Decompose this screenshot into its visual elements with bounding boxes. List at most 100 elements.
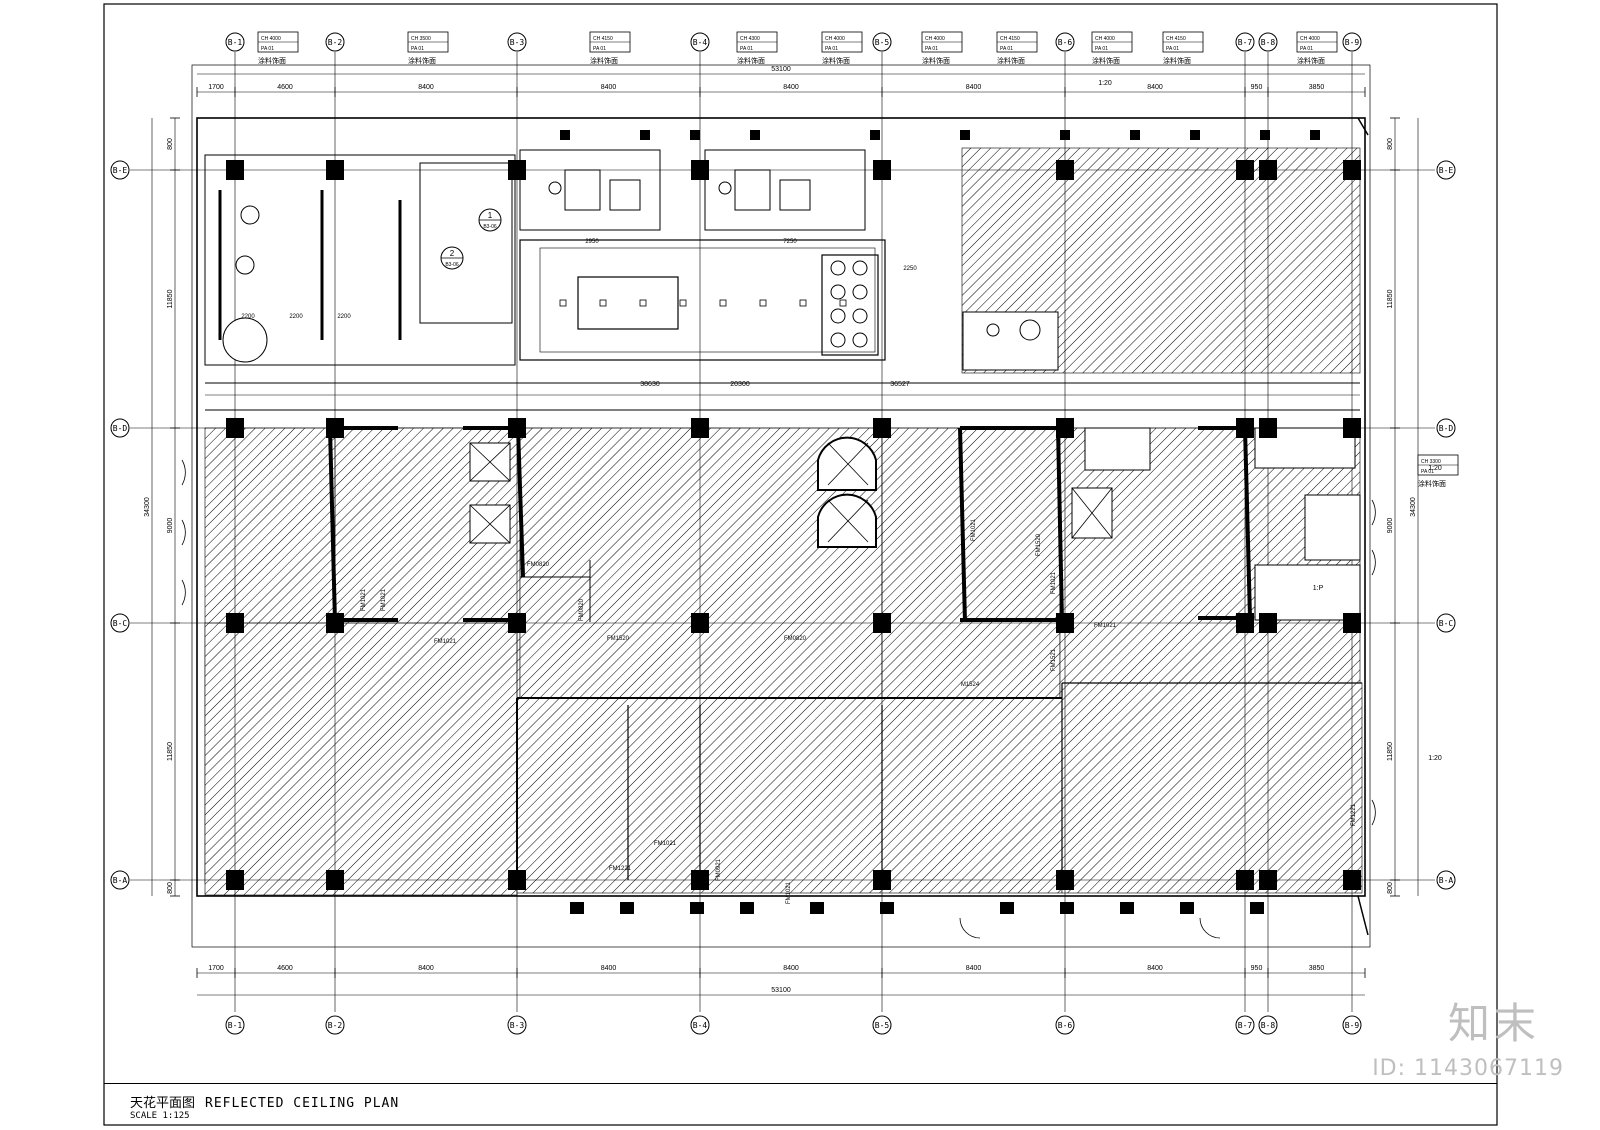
chair-icon bbox=[852, 284, 868, 300]
curved-stair-bay bbox=[817, 493, 877, 548]
ceiling-tag-ch: CH 3500 bbox=[411, 36, 431, 42]
section-mark-ref: B3-06 bbox=[445, 262, 459, 268]
axis-bubble bbox=[1436, 870, 1456, 890]
section-mark-ref: B3-06 bbox=[483, 224, 497, 230]
axis-bubble-label: B-7 bbox=[1238, 38, 1253, 47]
open-office-outline bbox=[519, 239, 886, 361]
chair-icon bbox=[718, 181, 732, 195]
slab-outline bbox=[191, 64, 1371, 948]
structural-column bbox=[1236, 870, 1254, 890]
door-tag: FM1021 bbox=[381, 588, 387, 611]
axis-bubble-label: B-4 bbox=[693, 1021, 708, 1030]
structural-column bbox=[1259, 160, 1277, 180]
chair-icon bbox=[830, 284, 846, 300]
room-dim-text: 2200 bbox=[241, 314, 255, 320]
corridor-dim-text: 38630 bbox=[640, 381, 660, 388]
stair-cross bbox=[827, 499, 869, 543]
ceiling-tag-note: 涂料饰面 bbox=[737, 56, 765, 65]
axis-bubble-label: B-C bbox=[1439, 619, 1454, 628]
axis-bubble-label: B-1 bbox=[228, 38, 243, 47]
dim-text: 8400 bbox=[783, 965, 799, 972]
dim-text: 950 bbox=[1251, 84, 1263, 91]
ceiling-tag-ch: CH 4150 bbox=[593, 36, 613, 42]
chair-icon bbox=[852, 332, 868, 348]
dim-text: 800 bbox=[1387, 882, 1394, 894]
chair-icon bbox=[830, 308, 846, 324]
lift-cross bbox=[469, 504, 511, 544]
dim-text: 11850 bbox=[1387, 742, 1394, 761]
door-tag: FM0820 bbox=[527, 562, 550, 568]
dim-text: 950 bbox=[1251, 965, 1263, 972]
downlight-icon bbox=[679, 299, 687, 307]
brand-id: ID: 1143067119 bbox=[1372, 1056, 1564, 1081]
structural-column bbox=[1343, 418, 1361, 438]
door-tag: FM0820 bbox=[784, 636, 807, 642]
axis-bubble-label: B-2 bbox=[328, 38, 343, 47]
ceiling-tag-pa: PA 01 bbox=[1166, 46, 1179, 52]
drawing-scale: SCALE 1:125 bbox=[130, 1111, 190, 1121]
misc-label: 1:20 bbox=[1098, 80, 1112, 87]
core-wall bbox=[516, 427, 525, 578]
hatch-region bbox=[1061, 682, 1363, 894]
structural-column bbox=[1343, 870, 1361, 890]
facade-edge bbox=[1357, 117, 1369, 136]
dim-text-total: 34300 bbox=[144, 497, 151, 517]
facade-mullion bbox=[1250, 902, 1264, 914]
axis-bubble bbox=[1055, 32, 1075, 52]
ceiling-tag-note: 涂料饰面 bbox=[922, 56, 950, 65]
axis-bubble bbox=[507, 32, 527, 52]
core-wall bbox=[328, 427, 337, 623]
ceiling-tag-note: 涂料饰面 bbox=[590, 56, 618, 65]
structural-column bbox=[226, 160, 244, 180]
facade-mullion bbox=[1130, 130, 1140, 140]
dim-text: 9000 bbox=[167, 518, 174, 534]
structural-column bbox=[691, 160, 709, 180]
ceiling-tag-pa: PA 01 bbox=[261, 46, 274, 52]
facade-mullion bbox=[1310, 130, 1320, 140]
door-tag: FM1021 bbox=[971, 518, 977, 541]
dim-text: 8400 bbox=[601, 84, 617, 91]
ceiling-tag-ch: CH 4150 bbox=[1166, 36, 1186, 42]
facade-edge bbox=[1357, 895, 1369, 936]
axis-bubble bbox=[325, 1015, 345, 1035]
facade-mullion bbox=[750, 130, 760, 140]
axis-bubble bbox=[110, 870, 130, 890]
dim-text: 11850 bbox=[1387, 289, 1394, 308]
door-tag: FM0921 bbox=[716, 858, 722, 881]
axis-bubble bbox=[1342, 1015, 1362, 1035]
axis-bubble-label: B-4 bbox=[693, 38, 708, 47]
dim-text: 8400 bbox=[966, 965, 982, 972]
door-tag: FM0820 bbox=[579, 598, 585, 621]
structural-column bbox=[508, 870, 526, 890]
ceiling-tag-note: 涂料饰面 bbox=[258, 56, 286, 65]
dim-text: 8400 bbox=[418, 965, 434, 972]
sink-icon bbox=[986, 323, 1000, 337]
downlight-icon bbox=[719, 299, 727, 307]
structural-column bbox=[326, 418, 344, 438]
office-desk bbox=[734, 169, 771, 211]
dim-text-total: 53100 bbox=[771, 66, 791, 73]
sink-icon bbox=[1019, 319, 1041, 341]
misc-label: 1:20 bbox=[1428, 465, 1442, 472]
dim-text-total: 34300 bbox=[1410, 497, 1417, 517]
facade-mullion bbox=[740, 902, 754, 914]
axis-bubble-label: B-1 bbox=[228, 1021, 243, 1030]
facade-mullion bbox=[870, 130, 880, 140]
axis-bubble bbox=[690, 1015, 710, 1035]
misc-label: 1:20 bbox=[1428, 755, 1442, 762]
structural-column bbox=[1236, 613, 1254, 633]
structural-column bbox=[1343, 160, 1361, 180]
axis-bubble-label: B-8 bbox=[1261, 38, 1276, 47]
door-tag: FM1221 bbox=[609, 866, 632, 872]
ceiling-tag-ch: CH 4150 bbox=[1000, 36, 1020, 42]
axis-bubble-label: B-6 bbox=[1058, 38, 1073, 47]
door-tag: FM1021 bbox=[786, 881, 792, 904]
ceiling-tag-ch: CH 4000 bbox=[825, 36, 845, 42]
structural-column bbox=[508, 613, 526, 633]
door-tag: FM1021 bbox=[361, 588, 367, 611]
core-wall bbox=[1243, 427, 1252, 619]
toilet-room bbox=[1254, 564, 1361, 621]
